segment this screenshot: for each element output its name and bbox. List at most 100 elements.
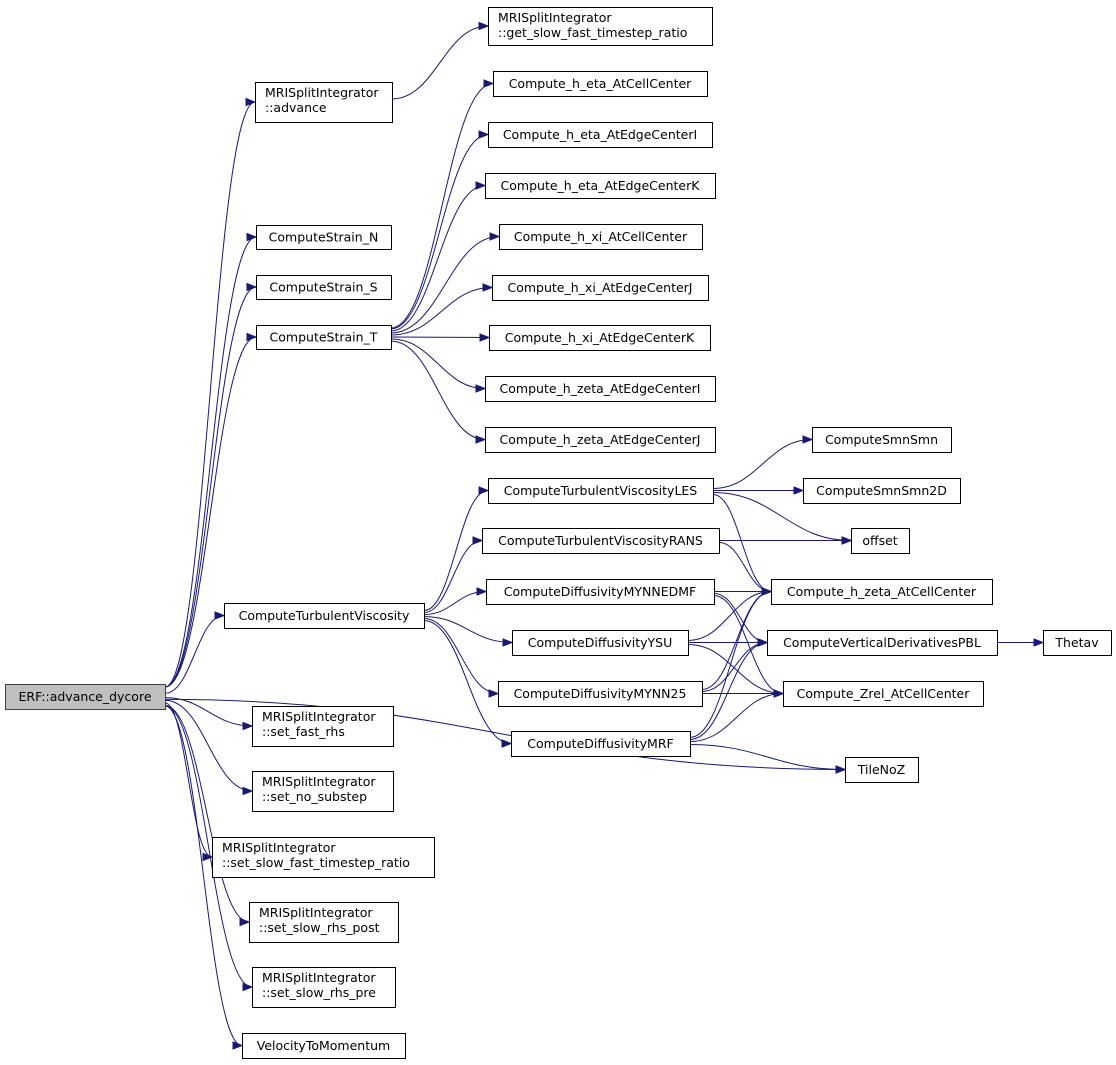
arrowhead <box>478 486 490 495</box>
arrowhead <box>478 130 490 139</box>
node-label: ::set_slow_fast_timestep_ratio <box>222 855 410 870</box>
node-box <box>1043 630 1112 656</box>
arrowhead <box>246 282 258 292</box>
node-label: ComputeSmnSmn2D <box>816 483 947 498</box>
edge-turbvisc-to-ysu <box>423 616 514 647</box>
node-smnsmn2d[interactable]: ComputeSmnSmn2D <box>803 478 961 504</box>
node-mrf[interactable]: ComputeDiffusivityMRF <box>511 731 691 757</box>
node-set_no_substep[interactable]: MRISplitIntegrator::set_no_substep <box>252 771 394 812</box>
arrowhead <box>761 587 773 596</box>
node-hxi_cc[interactable]: Compute_h_xi_AtCellCenter <box>499 224 703 250</box>
node-label: Thetav <box>1054 635 1099 650</box>
edge-root-to-turbvisc <box>164 611 226 694</box>
node-tilenoz[interactable]: TileNoZ <box>845 757 919 783</box>
node-box <box>492 275 709 301</box>
node-strainN[interactable]: ComputeStrain_N <box>256 225 392 250</box>
edge-turbvisc-to-mynn25 <box>423 618 500 698</box>
node-zrel[interactable]: Compute_Zrel_AtCellCenter <box>783 681 984 707</box>
node-hzeta_eci[interactable]: Compute_h_zeta_AtEdgeCenterI <box>485 376 716 402</box>
node-label: MRISplitIntegrator <box>222 840 336 855</box>
node-strainS[interactable]: ComputeStrain_S <box>256 275 392 300</box>
node-label: ComputeStrain_S <box>269 280 377 295</box>
node-vel2mom[interactable]: VelocityToMomentum <box>242 1033 406 1059</box>
edge-root-to-strainT <box>164 332 258 688</box>
node-box <box>485 173 716 199</box>
arrowhead <box>479 333 491 342</box>
node-box <box>252 967 396 1008</box>
node-vdpbl[interactable]: ComputeVerticalDerivativesPBL <box>767 630 998 656</box>
arrowhead <box>475 384 487 393</box>
node-box <box>771 579 993 605</box>
node-hxi_eck[interactable]: Compute_h_xi_AtEdgeCenterK <box>489 325 711 351</box>
arrowhead <box>1033 638 1045 647</box>
node-hzeta_cc[interactable]: Compute_h_zeta_AtCellCenter <box>771 579 993 605</box>
edge-line <box>423 620 512 744</box>
node-hzeta_ecj[interactable]: Compute_h_zeta_AtEdgeCenterJ <box>485 427 716 453</box>
node-label: ::advance <box>265 100 327 115</box>
node-thetav[interactable]: Thetav <box>1043 630 1112 656</box>
edge-line <box>712 492 852 541</box>
node-mynn25[interactable]: ComputeDiffusivityMYNN25 <box>498 681 703 707</box>
arrowhead <box>793 486 805 495</box>
node-get_ratio[interactable]: MRISplitIntegrator::get_slow_fast_timest… <box>488 7 713 46</box>
node-heta_cc[interactable]: Compute_h_eta_AtCellCenter <box>493 71 708 97</box>
node-rans[interactable]: ComputeTurbulentViscosityRANS <box>482 528 720 554</box>
node-label: MRISplitIntegrator <box>259 905 373 920</box>
edge-line <box>689 591 772 738</box>
node-strainT[interactable]: ComputeStrain_T <box>256 325 392 350</box>
node-heta_eck[interactable]: Compute_h_eta_AtEdgeCenterK <box>485 173 716 199</box>
node-box <box>488 122 713 148</box>
node-label: ComputeTurbulentViscosityRANS <box>498 533 703 548</box>
arrowhead <box>472 536 484 545</box>
edge-mrf-to-tilenoz <box>689 744 847 774</box>
node-label: Compute_h_eta_AtCellCenter <box>509 76 692 91</box>
node-label: Compute_h_eta_AtEdgeCenterI <box>503 127 697 142</box>
node-label: Compute_h_zeta_AtEdgeCenterI <box>500 381 701 396</box>
node-root[interactable]: ERF::advance_dycore <box>5 684 166 710</box>
edge-line <box>423 540 483 613</box>
edge-mrf-to-zrel <box>689 689 785 742</box>
edge-ysu-to-vdpbl <box>687 638 769 647</box>
node-label: ComputeTurbulentViscosity <box>239 608 410 623</box>
edge-rans-to-offset <box>719 536 853 545</box>
node-box <box>851 528 910 554</box>
arrowhead <box>242 721 254 731</box>
arrowhead <box>475 181 487 190</box>
node-label: Compute_Zrel_AtCellCenter <box>797 686 971 701</box>
node-hxi_ecj[interactable]: Compute_h_xi_AtEdgeCenterJ <box>492 275 709 301</box>
edge-line <box>164 698 846 770</box>
edge-mynnedmf-to-vdpbl <box>713 593 769 647</box>
node-offset[interactable]: offset <box>851 528 910 554</box>
nodes-layer: ERF::advance_dycoreMRISplitIntegrator::a… <box>5 7 1112 1059</box>
arrowhead <box>773 689 785 698</box>
edge-line <box>164 697 253 727</box>
node-turbvisc[interactable]: ComputeTurbulentViscosity <box>224 603 425 629</box>
edge-root-to-set_fast_rhs <box>164 697 254 731</box>
node-label: ComputeDiffusivityYSU <box>528 635 673 650</box>
node-box <box>767 630 998 656</box>
node-smnsmn[interactable]: ComputeSmnSmn <box>812 427 952 453</box>
node-set_fast_rhs[interactable]: MRISplitIntegrator::set_fast_rhs <box>252 706 394 747</box>
node-label: MRISplitIntegrator <box>262 970 376 985</box>
edge-line <box>390 236 500 334</box>
node-box <box>783 681 984 707</box>
node-les[interactable]: ComputeTurbulentViscosityLES <box>488 478 714 504</box>
node-ysu[interactable]: ComputeDiffusivityYSU <box>512 630 689 656</box>
node-heta_eci[interactable]: Compute_h_eta_AtEdgeCenterI <box>488 122 713 148</box>
edge-line <box>713 593 768 643</box>
node-label: Compute_h_zeta_AtCellCenter <box>787 584 977 599</box>
edge-les-to-smnsmn <box>712 435 814 489</box>
edge-line <box>164 705 243 1046</box>
node-label: TileNoZ <box>857 762 905 777</box>
node-set_post[interactable]: MRISplitIntegrator::set_slow_rhs_post <box>249 902 399 943</box>
node-advance[interactable]: MRISplitIntegrator::advance <box>255 82 393 123</box>
arrowhead <box>242 982 254 992</box>
node-label: ::set_no_substep <box>262 789 367 804</box>
node-box <box>224 603 425 629</box>
edges-layer <box>164 21 1045 1050</box>
node-set_ratio[interactable]: MRISplitIntegrator::set_slow_fast_timest… <box>212 837 435 878</box>
node-mynnedmf[interactable]: ComputeDiffusivityMYNNEDMF <box>486 579 715 605</box>
node-set_pre[interactable]: MRISplitIntegrator::set_slow_rhs_pre <box>252 967 396 1008</box>
edge-turbvisc-to-les <box>423 486 490 611</box>
